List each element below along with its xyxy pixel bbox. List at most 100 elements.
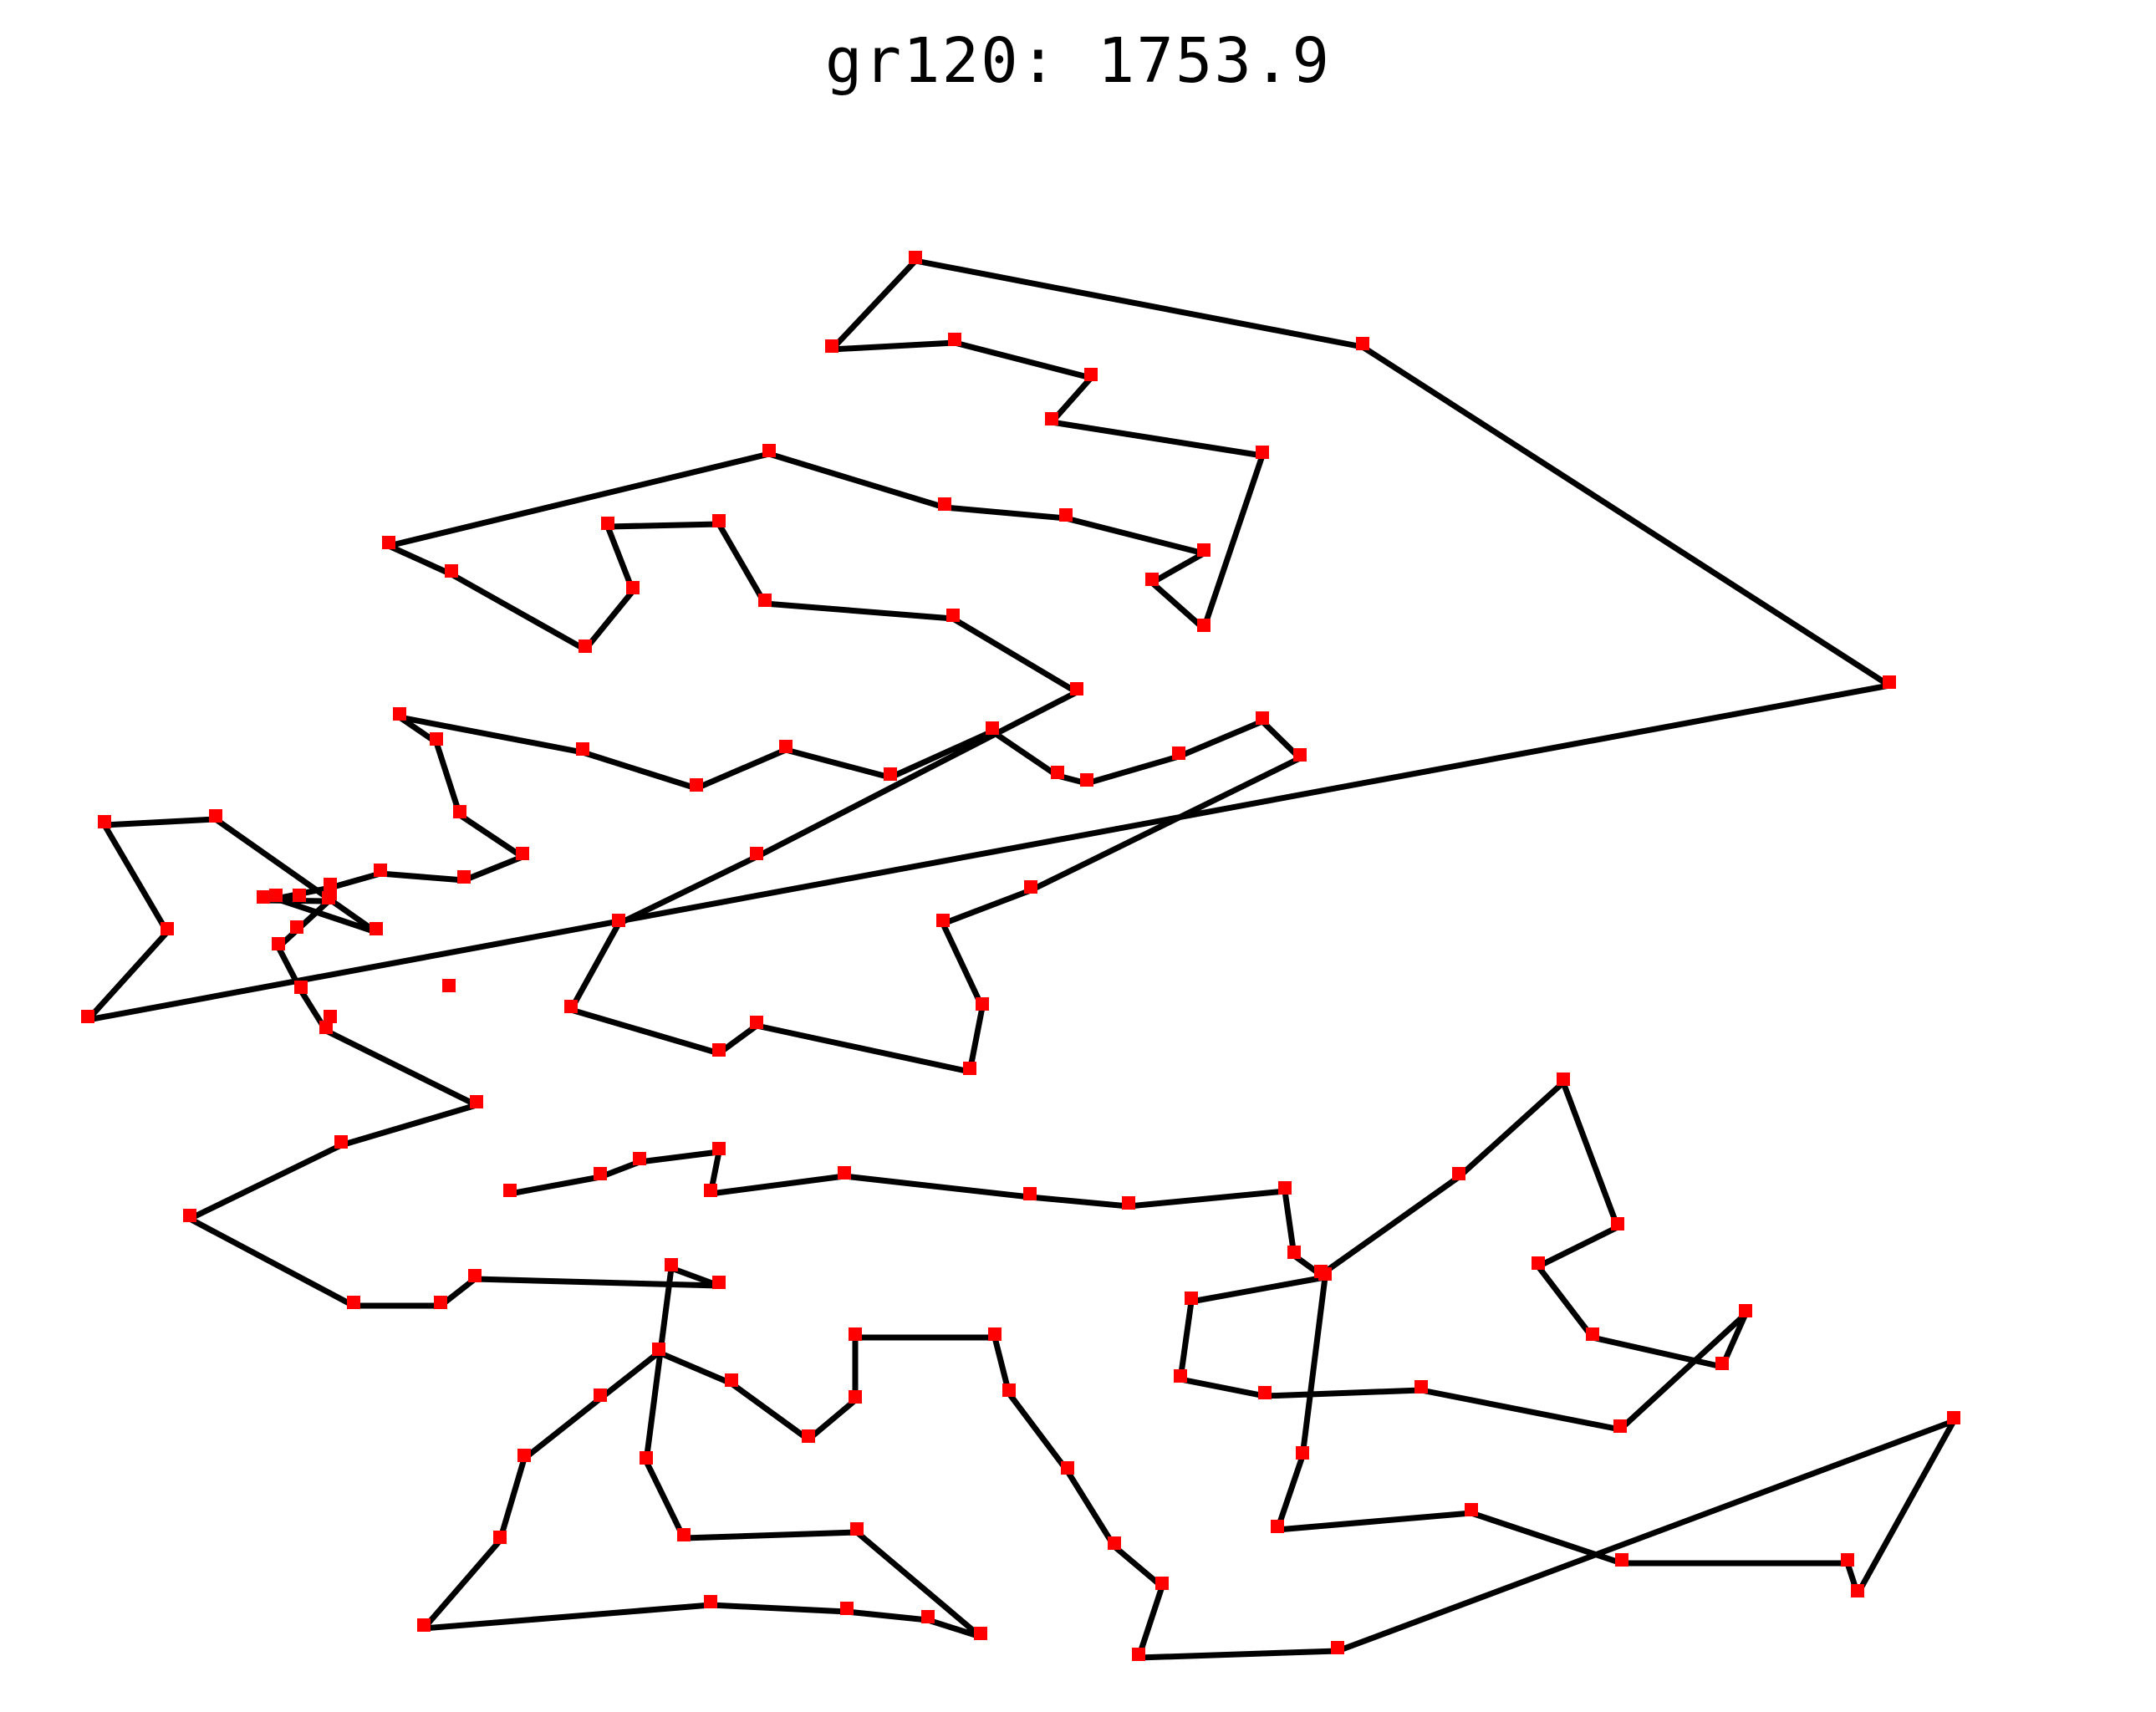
city-marker: [712, 514, 726, 527]
city-marker: [1841, 1553, 1854, 1567]
city-marker: [1356, 337, 1369, 350]
city-marker: [457, 870, 471, 884]
city-marker: [762, 444, 776, 457]
city-marker: [850, 1522, 864, 1536]
city-marker: [946, 609, 960, 622]
city-marker: [1197, 619, 1211, 632]
route-segment-a: [84, 257, 1893, 1075]
city-marker: [1197, 543, 1211, 557]
city-marker: [183, 1209, 196, 1222]
city-marker: [1172, 746, 1185, 760]
city-marker: [393, 707, 406, 721]
city-marker: [652, 1343, 665, 1356]
city-markers: [81, 251, 1960, 1661]
city-marker: [470, 1095, 483, 1108]
city-marker: [1061, 1461, 1074, 1475]
city-marker: [838, 1166, 851, 1180]
city-marker: [976, 997, 989, 1011]
city-marker: [963, 1062, 976, 1075]
city-marker: [374, 864, 387, 877]
city-marker: [1185, 1292, 1198, 1305]
city-marker: [921, 1610, 935, 1623]
city-marker: [1155, 1577, 1169, 1590]
city-marker: [445, 564, 458, 578]
city-marker: [825, 339, 838, 353]
city-marker: [453, 805, 466, 818]
chart-title: gr120: 1753.9: [824, 25, 1332, 97]
city-marker: [1271, 1520, 1284, 1533]
city-marker: [417, 1618, 431, 1632]
city-marker: [324, 1010, 337, 1023]
city-marker: [1615, 1553, 1628, 1567]
city-marker: [750, 1016, 763, 1029]
city-marker: [986, 721, 999, 735]
route-segment-b: [186, 897, 1957, 1661]
route-lines: [84, 257, 1957, 1661]
city-marker: [1108, 1536, 1121, 1550]
city-marker: [272, 937, 285, 950]
city-marker: [98, 815, 111, 828]
city-marker: [677, 1528, 691, 1541]
city-marker: [909, 251, 922, 264]
city-marker: [626, 581, 640, 594]
city-marker: [1851, 1584, 1864, 1597]
city-marker: [640, 1451, 653, 1465]
city-marker: [1122, 1196, 1135, 1210]
city-marker: [1059, 508, 1073, 522]
city-marker: [1002, 1383, 1016, 1397]
city-marker: [1414, 1380, 1428, 1394]
city-marker: [293, 889, 306, 902]
city-marker: [1613, 1419, 1627, 1433]
city-marker: [1070, 682, 1083, 696]
city-marker: [319, 1021, 333, 1034]
city-marker: [442, 979, 456, 992]
city-marker: [579, 639, 592, 653]
city-marker: [382, 536, 395, 549]
city-marker: [612, 914, 625, 927]
city-marker: [712, 1276, 726, 1289]
route-segment-c: [507, 1149, 1297, 1259]
city-marker: [704, 1595, 717, 1608]
city-marker: [1715, 1357, 1729, 1370]
city-marker: [1174, 1369, 1187, 1383]
city-marker: [468, 1269, 482, 1282]
city-marker: [1051, 766, 1064, 779]
city-marker: [1287, 1246, 1301, 1259]
city-marker: [601, 517, 614, 530]
city-marker: [690, 778, 703, 792]
city-marker: [1586, 1327, 1599, 1341]
city-marker: [1331, 1641, 1344, 1654]
city-marker: [750, 847, 763, 860]
city-marker: [503, 1184, 517, 1197]
city-marker: [1145, 573, 1159, 586]
city-marker: [840, 1602, 854, 1615]
city-marker: [1883, 675, 1896, 689]
city-marker: [1045, 412, 1058, 425]
city-marker: [257, 890, 270, 904]
city-marker: [347, 1296, 360, 1309]
city-marker: [1452, 1167, 1465, 1180]
city-marker: [1557, 1073, 1570, 1086]
city-marker: [1256, 446, 1269, 459]
city-marker: [370, 922, 383, 935]
city-marker: [594, 1388, 607, 1402]
city-marker: [988, 1327, 1002, 1341]
city-marker: [1023, 1187, 1037, 1200]
city-marker: [594, 1167, 607, 1180]
city-marker: [1465, 1503, 1478, 1516]
city-marker: [290, 920, 303, 934]
city-marker: [269, 889, 283, 902]
city-marker: [1258, 1386, 1272, 1399]
city-marker: [802, 1429, 815, 1443]
city-marker: [884, 767, 897, 781]
city-marker: [633, 1152, 646, 1165]
city-marker: [938, 497, 951, 511]
city-marker: [704, 1184, 717, 1197]
city-marker: [516, 847, 529, 860]
city-marker: [1293, 748, 1307, 762]
city-marker: [81, 1010, 94, 1023]
city-marker: [849, 1327, 862, 1341]
city-marker: [209, 809, 222, 823]
city-marker: [576, 742, 589, 756]
